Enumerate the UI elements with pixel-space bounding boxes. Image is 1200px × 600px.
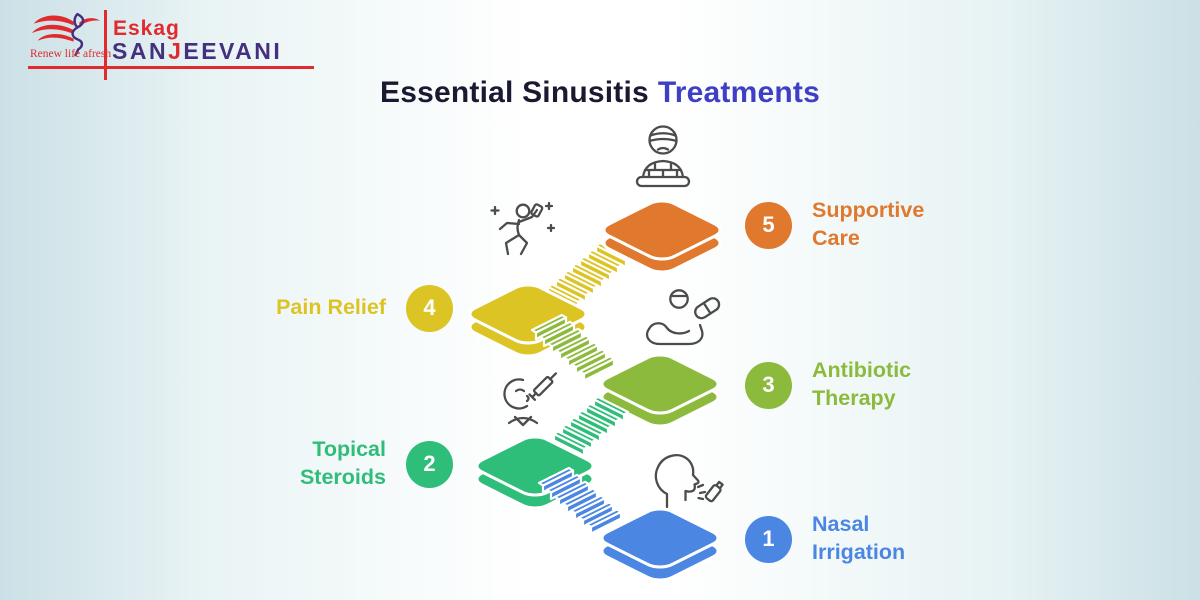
active-person-icon: [490, 201, 556, 256]
step-2-number: 2: [423, 451, 436, 476]
step-1-number: 1: [762, 526, 775, 551]
brand-part: SAN: [112, 38, 169, 64]
platform-step-1-top: [595, 505, 725, 570]
step-2-label: Topical Steroids: [299, 437, 386, 489]
hand-with-pills-icon: [645, 289, 721, 346]
stair-step-to-4: [562, 269, 600, 290]
stair-step-to-1: [561, 487, 599, 508]
step-4-number: 4: [423, 295, 436, 320]
step-row-topical-steroids: Topical Steroids 2: [274, 433, 453, 495]
stair-step-to-4: [554, 276, 592, 297]
stair-step-to-1: [553, 480, 591, 501]
bandaged-patient-icon: [635, 125, 691, 188]
stair-step-to-1: [569, 494, 607, 515]
step-5-number: 5: [762, 212, 775, 237]
logo-underline: [28, 66, 314, 69]
stair-step-to-2: [584, 402, 622, 423]
step-3-label: Antibiotic Therapy: [812, 358, 912, 410]
stair-step-to-1: [545, 473, 583, 494]
step-row-supportive-care: 5 Supportive Care: [745, 194, 944, 256]
face-syringe-icon: [503, 372, 558, 427]
step-3-number: 3: [762, 372, 775, 397]
stair-step-to-4: [570, 262, 608, 283]
stair-step-to-1: [585, 508, 623, 529]
stair-step-to-2: [576, 409, 614, 430]
brand-name-bottom: SANJEEVANI: [112, 38, 282, 65]
platform-step-3-top: [595, 351, 725, 416]
stair-step-to-1: [577, 501, 615, 522]
step-1-label: Nasal Irrigation: [812, 512, 906, 564]
stair-step-to-4: [586, 248, 624, 269]
stair-step-to-3: [538, 320, 576, 341]
stair-step-to-3: [554, 334, 592, 355]
step-4-label: Pain Relief: [276, 295, 386, 320]
stair-step-to-3: [570, 348, 608, 369]
step-row-pain-relief: Pain Relief 4: [276, 277, 453, 339]
step-2-number-badge: 2: [406, 440, 453, 488]
title-part-accent: Treatments: [657, 76, 820, 109]
brand-part: EEVANI: [183, 38, 283, 64]
stair-step-to-2: [568, 416, 606, 437]
stair-step-to-3: [530, 313, 568, 334]
brand-logo: Renew life afresh Eskag SANJEEVANI: [28, 6, 328, 84]
stair-step-to-3: [546, 327, 584, 348]
nasal-spray-head-icon: [654, 454, 724, 509]
stair-step-to-4: [546, 283, 584, 303]
logo-vertical-divider: [104, 10, 107, 80]
step-5-label: Supportive Care: [812, 198, 925, 250]
brand-part-j: J: [168, 38, 184, 64]
stair-step-to-2: [552, 430, 590, 451]
step-row-antibiotic-therapy: 3 Antibiotic Therapy: [745, 354, 944, 416]
step-row-nasal-irrigation: 1 Nasal Irrigation: [745, 508, 944, 570]
stair-step-to-2: [592, 395, 630, 416]
brand-name-top: Eskag: [113, 17, 180, 40]
platform-step-5-top: [597, 197, 727, 262]
stair-step-to-1: [537, 466, 575, 487]
stair-step-to-4: [578, 255, 616, 276]
step-3-number-badge: 3: [745, 361, 792, 409]
step-4-number-badge: 4: [406, 284, 453, 332]
title-part-dark: Essential Sinusitis: [380, 76, 649, 109]
step-5-number-badge: 5: [745, 201, 792, 249]
stair-step-to-3: [562, 341, 600, 362]
brand-tagline: Renew life afresh: [30, 48, 112, 60]
wings-logo-icon: [31, 12, 101, 57]
stair-step-to-3: [578, 355, 616, 375]
stair-step-to-2: [560, 423, 598, 444]
step-1-number-badge: 1: [745, 515, 792, 563]
